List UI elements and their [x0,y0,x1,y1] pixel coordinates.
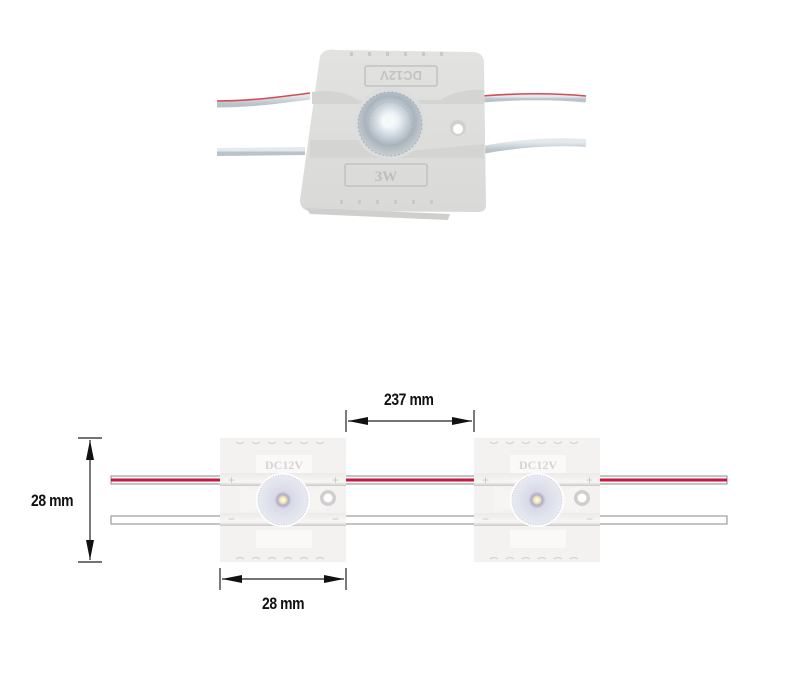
drawing-wire-negative [110,515,728,525]
drawing-module-1-minus-left: − [228,512,235,526]
photo-wire-right-bottom [481,138,587,154]
drawing-module-1-minus-right: − [332,512,339,526]
drawing-module-1-label: DC12V [265,458,303,472]
photo-top-label: DC12V [380,68,422,83]
width-dimension-line [219,568,347,590]
photo-led-lens [354,87,426,159]
photo-bottom-label: 3W [375,169,398,185]
spacing-dimension-line [345,410,475,432]
drawing-module-1 [220,438,346,562]
drawing-module-1-plus-left: + [228,473,235,487]
drawing-module-1-plus-right: + [332,473,339,487]
drawing-module-2 [474,438,600,562]
height-dimension-line [78,437,102,563]
photo-wire-right-top [481,92,587,103]
photo-wire-left-bottom [216,147,306,156]
drawing-wire-positive [110,475,728,485]
drawing-module-2-plus-left: + [482,473,489,487]
drawing-module-2-minus-right: − [586,512,593,526]
width-dimension-label: 28 mm [262,594,305,613]
photo-mount-hole [450,120,466,136]
drawing-module-2-minus-left: − [482,512,489,526]
photo-wire-left-top [216,92,311,108]
drawing-module-2-plus-right: + [586,473,593,487]
drawing-module-2-label: DC12V [519,458,557,472]
spacing-dimension-label: 237 mm [384,390,434,409]
height-dimension-label: 28 mm [31,491,74,510]
